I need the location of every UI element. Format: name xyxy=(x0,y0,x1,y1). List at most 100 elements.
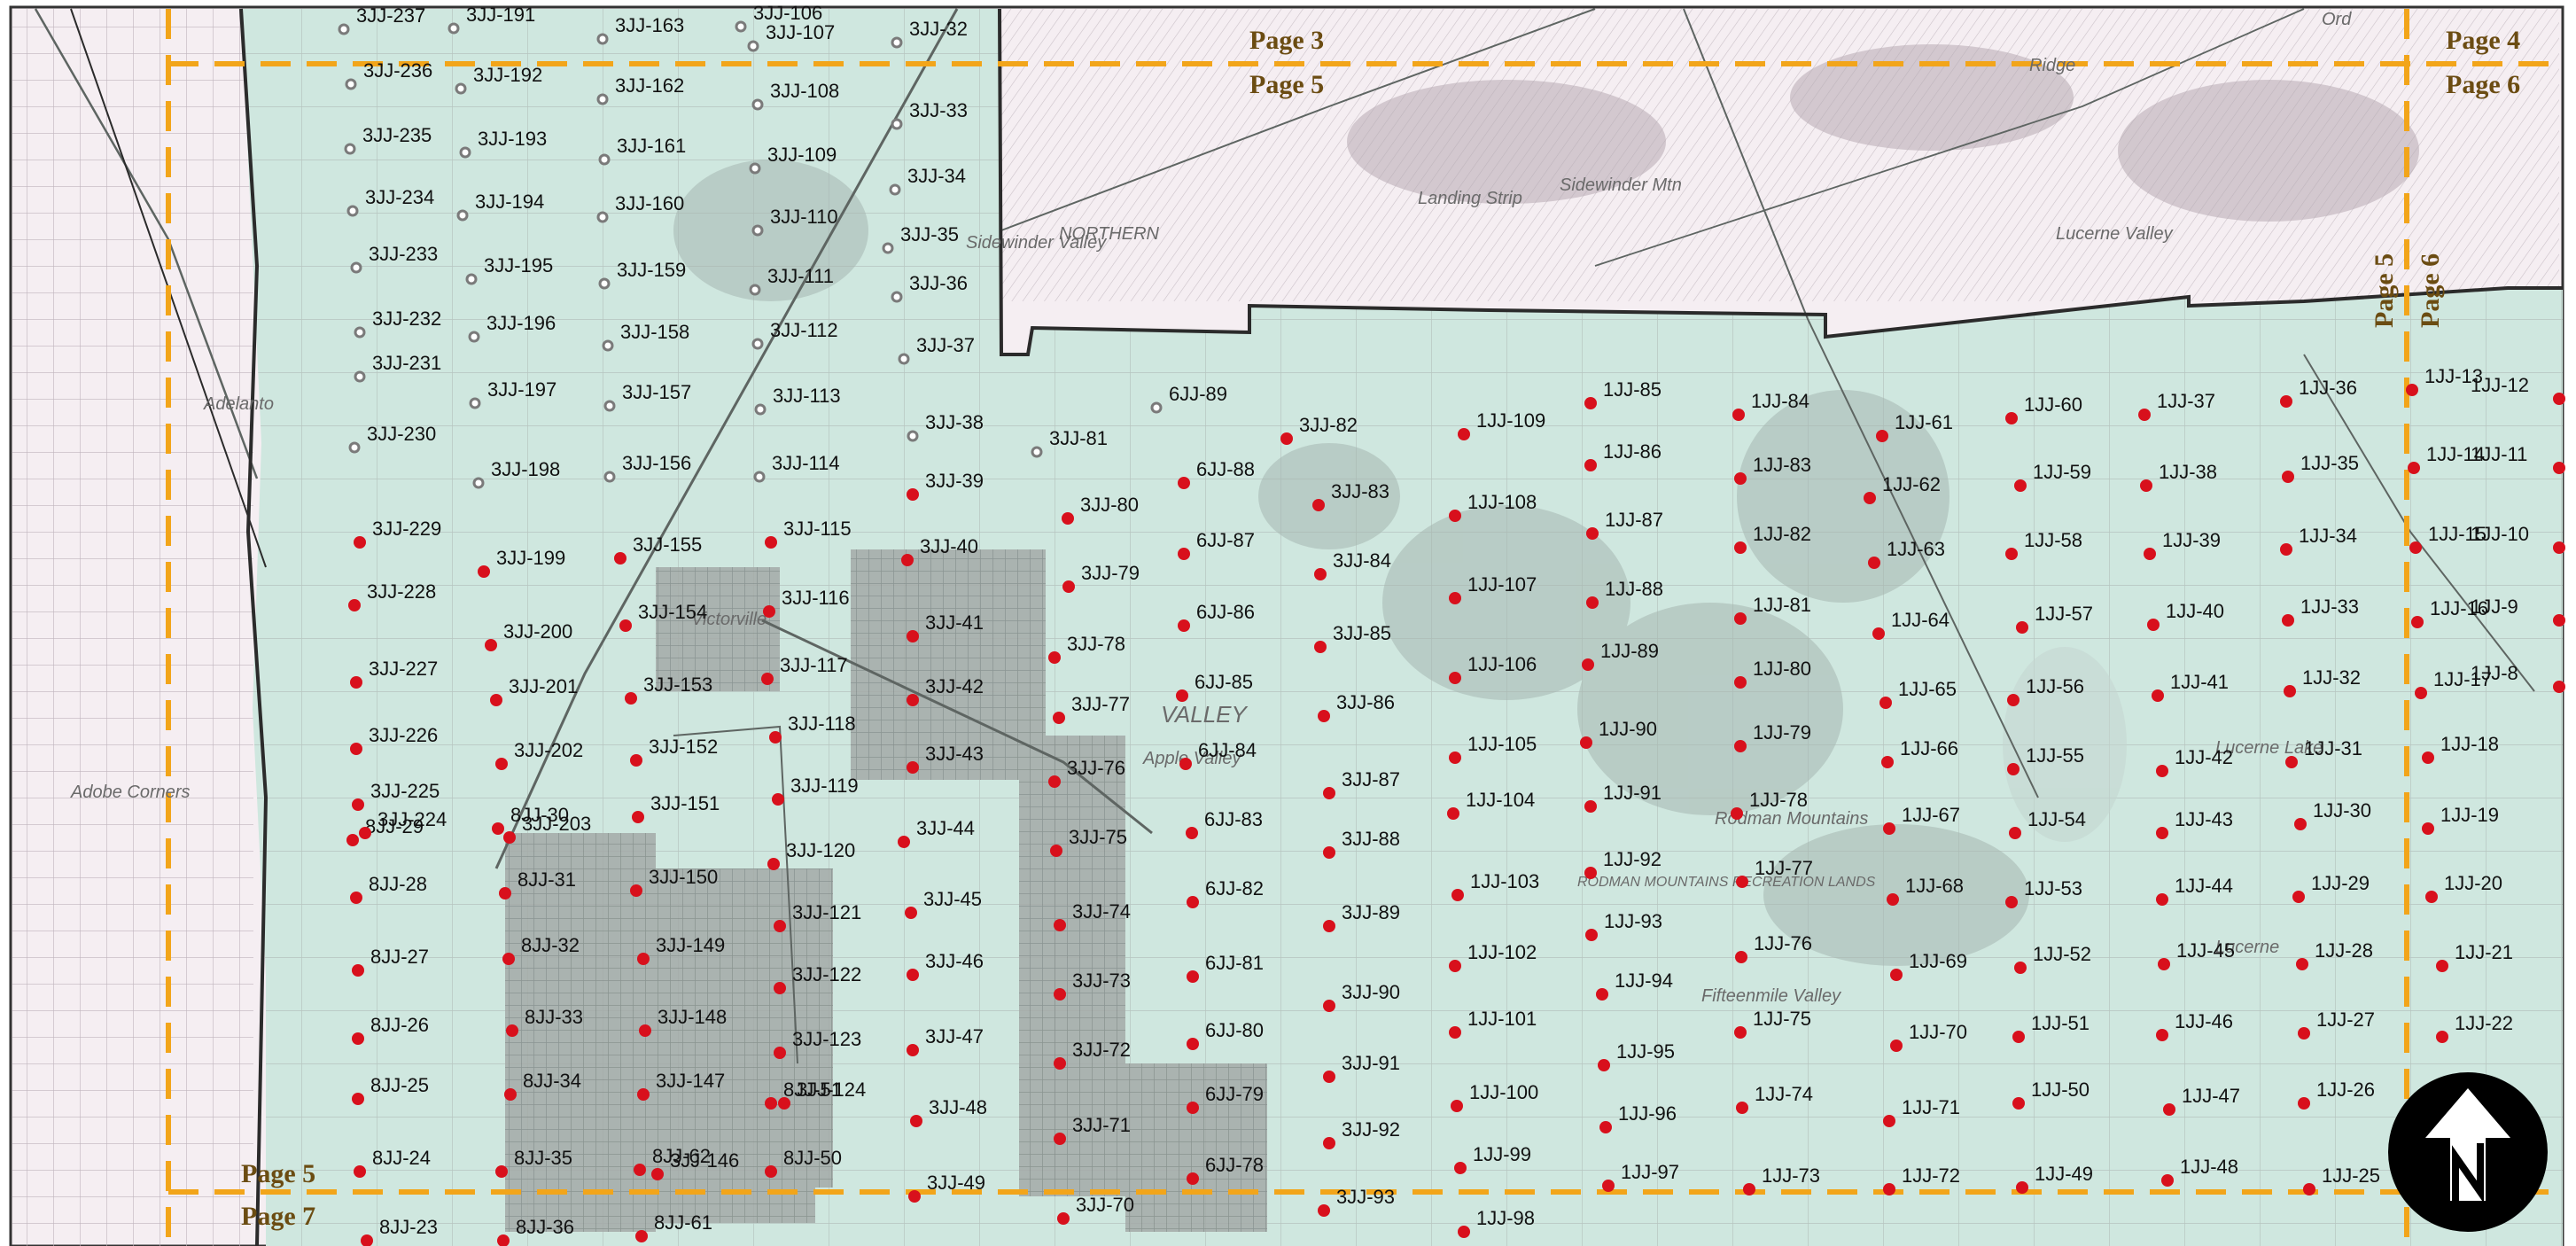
survey-point-1JJ-51[interactable]: 1JJ-51 xyxy=(2012,1012,2090,1043)
survey-point-3JJ-162[interactable]: 3JJ-162 xyxy=(596,74,684,105)
survey-point-3JJ-80[interactable]: 3JJ-80 xyxy=(1062,494,1139,525)
survey-point-3JJ-147[interactable]: 3JJ-147 xyxy=(637,1070,725,1101)
survey-point-1JJ-13[interactable]: 1JJ-13 xyxy=(2406,365,2483,396)
survey-point-3JJ-148[interactable]: 3JJ-148 xyxy=(639,1006,727,1037)
survey-point-marker[interactable] xyxy=(751,338,764,350)
survey-point-1JJ-70[interactable]: 1JJ-70 xyxy=(1890,1021,1967,1052)
survey-point-1JJ-105[interactable]: 1JJ-105 xyxy=(1449,733,1537,764)
survey-point-3JJ-226[interactable]: 3JJ-226 xyxy=(350,724,438,755)
survey-point-marker[interactable] xyxy=(2282,471,2294,483)
survey-point-marker[interactable] xyxy=(346,205,359,217)
survey-point-marker[interactable] xyxy=(630,884,642,897)
survey-point-8JJ-27[interactable]: 8JJ-27 xyxy=(352,946,429,977)
survey-point-8JJ-23[interactable]: 8JJ-23 xyxy=(361,1216,438,1246)
survey-point-marker[interactable] xyxy=(1883,1115,1895,1127)
survey-point-marker[interactable] xyxy=(2156,827,2168,839)
survey-point-8JJ-34[interactable]: 8JJ-34 xyxy=(504,1070,581,1101)
survey-point-3JJ-195[interactable]: 3JJ-195 xyxy=(465,254,553,285)
survey-point-marker[interactable] xyxy=(2280,543,2292,556)
survey-point-marker[interactable] xyxy=(1734,740,1747,752)
survey-point-marker[interactable] xyxy=(1734,612,1747,625)
survey-point-1JJ-17[interactable]: 1JJ-17 xyxy=(2415,668,2492,699)
survey-point-marker[interactable] xyxy=(1447,807,1459,820)
survey-point-3JJ-79[interactable]: 3JJ-79 xyxy=(1062,562,1140,593)
survey-point-marker[interactable] xyxy=(1187,1172,1199,1185)
survey-point-marker[interactable] xyxy=(1053,712,1065,724)
survey-point-marker[interactable] xyxy=(765,1165,777,1178)
survey-point-marker[interactable] xyxy=(1584,867,1597,879)
survey-point-3JJ-116[interactable]: 3JJ-116 xyxy=(763,587,850,618)
survey-point-8JJ-35[interactable]: 8JJ-35 xyxy=(495,1147,572,1178)
survey-point-1JJ-57[interactable]: 1JJ-57 xyxy=(2016,603,2093,634)
survey-point-1JJ-47[interactable]: 1JJ-47 xyxy=(2163,1085,2240,1116)
survey-point-3JJ-108[interactable]: 3JJ-108 xyxy=(751,80,839,111)
survey-point-marker[interactable] xyxy=(1736,876,1748,888)
survey-point-marker[interactable] xyxy=(1598,1059,1610,1071)
survey-point-8JJ-31[interactable]: 8JJ-31 xyxy=(499,868,576,899)
survey-point-marker[interactable] xyxy=(891,118,903,130)
survey-point-marker[interactable] xyxy=(503,831,516,844)
survey-point-marker[interactable] xyxy=(495,758,508,770)
survey-point-marker[interactable] xyxy=(891,291,903,303)
survey-point-3JJ-75[interactable]: 3JJ-75 xyxy=(1050,826,1127,857)
survey-point-8JJ-51[interactable]: 8JJ-51 xyxy=(765,1079,842,1110)
survey-point-marker[interactable] xyxy=(637,1088,650,1101)
survey-point-marker[interactable] xyxy=(603,471,616,483)
survey-point-marker[interactable] xyxy=(634,1164,646,1176)
survey-point-3JJ-74[interactable]: 3JJ-74 xyxy=(1054,900,1131,931)
survey-point-marker[interactable] xyxy=(2163,1103,2175,1116)
survey-point-marker[interactable] xyxy=(1062,580,1075,593)
survey-point-6JJ-82[interactable]: 6JJ-82 xyxy=(1187,877,1264,908)
survey-point-1JJ-16[interactable]: 1JJ-16 xyxy=(2411,597,2488,628)
survey-point-1JJ-83[interactable]: 1JJ-83 xyxy=(1734,454,1811,485)
survey-point-1JJ-101[interactable]: 1JJ-101 xyxy=(1449,1008,1537,1039)
survey-point-3JJ-32[interactable]: 3JJ-32 xyxy=(891,18,968,49)
survey-point-3JJ-109[interactable]: 3JJ-109 xyxy=(749,144,837,175)
survey-point-marker[interactable] xyxy=(889,183,901,196)
survey-point-marker[interactable] xyxy=(2014,962,2027,974)
survey-point-marker[interactable] xyxy=(765,1097,777,1110)
survey-point-1JJ-32[interactable]: 1JJ-32 xyxy=(2284,666,2361,697)
survey-point-marker[interactable] xyxy=(456,209,469,222)
survey-point-3JJ-39[interactable]: 3JJ-39 xyxy=(907,470,984,501)
survey-point-3JJ-233[interactable]: 3JJ-233 xyxy=(350,243,438,274)
survey-point-marker[interactable] xyxy=(1734,676,1747,689)
survey-point-3JJ-117[interactable]: 3JJ-117 xyxy=(761,654,848,685)
survey-point-3JJ-192[interactable]: 3JJ-192 xyxy=(455,64,542,95)
survey-point-1JJ-59[interactable]: 1JJ-59 xyxy=(2014,461,2091,492)
survey-point-1JJ-22[interactable]: 1JJ-22 xyxy=(2436,1012,2513,1043)
survey-point-marker[interactable] xyxy=(2436,1031,2448,1043)
survey-point-3JJ-48[interactable]: 3JJ-48 xyxy=(910,1096,987,1127)
survey-point-1JJ-41[interactable]: 1JJ-41 xyxy=(2152,671,2229,702)
survey-point-marker[interactable] xyxy=(455,82,467,95)
survey-point-1JJ-20[interactable]: 1JJ-20 xyxy=(2425,872,2502,903)
survey-point-8JJ-32[interactable]: 8JJ-32 xyxy=(502,934,580,965)
survey-point-marker[interactable] xyxy=(1734,541,1747,554)
survey-point-marker[interactable] xyxy=(338,23,350,35)
survey-point-3JJ-112[interactable]: 3JJ-112 xyxy=(751,319,838,350)
survey-point-marker[interactable] xyxy=(468,331,480,343)
survey-point-marker[interactable] xyxy=(1187,970,1199,983)
survey-point-marker[interactable] xyxy=(2292,891,2305,903)
survey-point-3JJ-124[interactable]: 3JJ-124 xyxy=(778,1079,866,1110)
survey-point-1JJ-82[interactable]: 1JJ-82 xyxy=(1734,523,1811,554)
survey-point-marker[interactable] xyxy=(1187,896,1199,908)
survey-point-1JJ-89[interactable]: 1JJ-89 xyxy=(1582,640,1659,671)
survey-point-marker[interactable] xyxy=(772,793,784,806)
survey-point-marker[interactable] xyxy=(1323,846,1335,859)
survey-point-marker[interactable] xyxy=(1186,827,1198,839)
survey-point-1JJ-84[interactable]: 1JJ-84 xyxy=(1732,390,1809,421)
survey-point-1JJ-74[interactable]: 1JJ-74 xyxy=(1736,1083,1813,1114)
survey-point-marker[interactable] xyxy=(619,619,632,632)
survey-point-marker[interactable] xyxy=(1318,1204,1330,1217)
survey-point-marker[interactable] xyxy=(1883,822,1895,835)
survey-point-1JJ-38[interactable]: 1JJ-38 xyxy=(2140,461,2217,492)
survey-point-1JJ-109[interactable]: 1JJ-109 xyxy=(1458,409,1545,440)
survey-point-marker[interactable] xyxy=(1890,1040,1903,1052)
survey-point-1JJ-88[interactable]: 1JJ-88 xyxy=(1586,578,1663,609)
survey-point-marker[interactable] xyxy=(2016,1181,2028,1194)
survey-point-marker[interactable] xyxy=(751,98,764,111)
survey-point-3JJ-197[interactable]: 3JJ-197 xyxy=(469,378,556,409)
survey-point-marker[interactable] xyxy=(763,605,775,618)
